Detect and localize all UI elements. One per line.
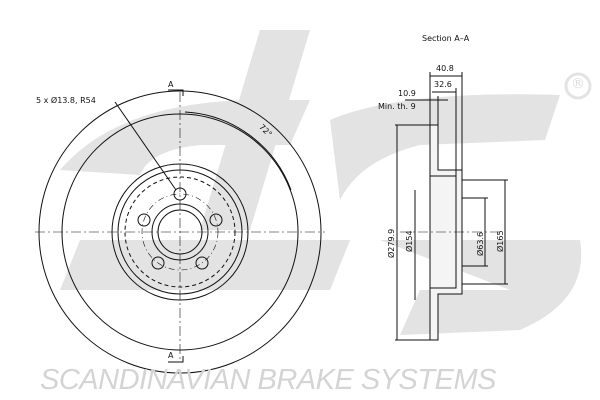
dim-outer-diameter: Ø279.9 [387, 228, 396, 258]
dim-total-height: 40.8 [436, 64, 454, 73]
brand-footer: SCANDINAVIAN BRAKE SYSTEMS [40, 364, 496, 396]
dim-center-bore: Ø63.6 [476, 231, 485, 256]
section-marker-bottom: A [168, 351, 174, 360]
front-view [35, 89, 325, 374]
dim-hat-height: 32.6 [434, 80, 452, 89]
bolt-callout: 5 x Ø13.8, R54 [36, 96, 96, 105]
dim-hat-diameter: Ø165 [496, 230, 505, 252]
registered-mark: ® [571, 76, 585, 92]
section-marker-top: A [168, 80, 174, 89]
section-view [395, 72, 508, 341]
sbs-watermark [60, 30, 592, 335]
dim-min-thickness: Min. th. 9 [378, 102, 416, 111]
dim-thickness: 10.9 [398, 89, 416, 98]
section-title: Section A–A [422, 34, 470, 43]
dim-hub-diameter: Ø154 [405, 230, 414, 252]
